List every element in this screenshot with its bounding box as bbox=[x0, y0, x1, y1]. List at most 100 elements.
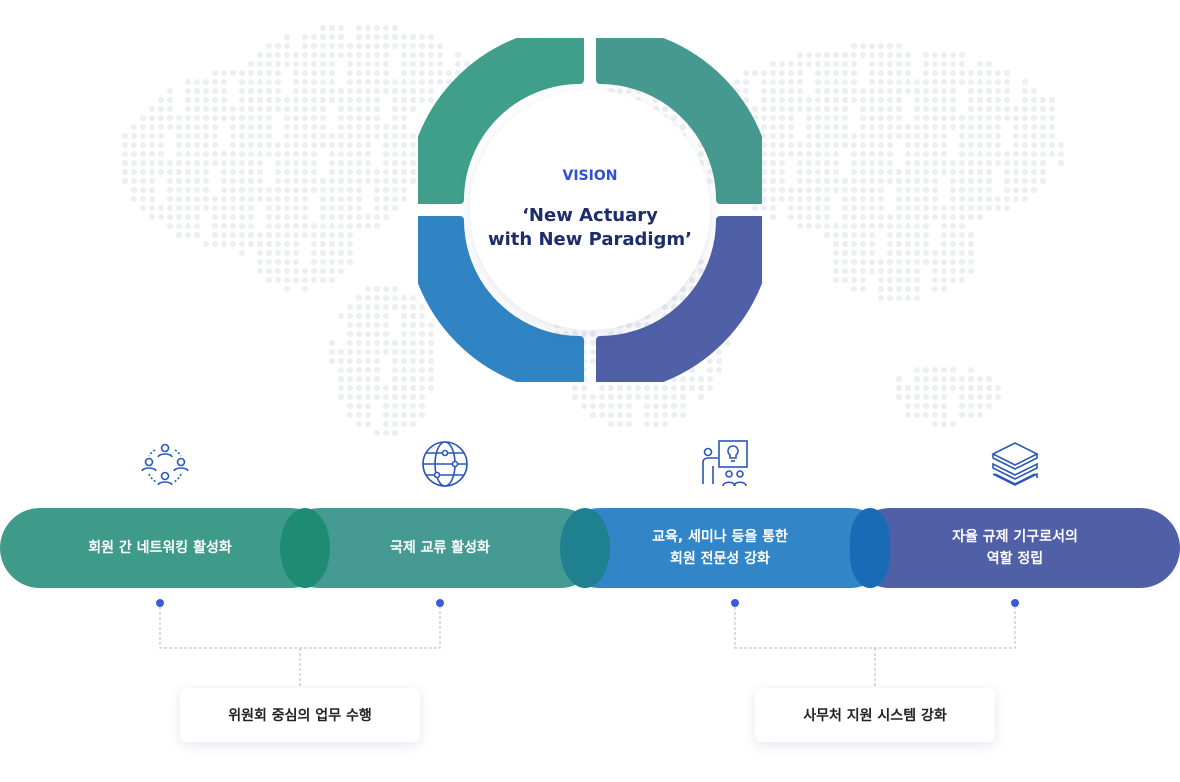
map-dot bbox=[338, 196, 344, 202]
map-dot bbox=[779, 106, 785, 112]
map-dot bbox=[401, 304, 407, 310]
map-dot bbox=[365, 313, 371, 319]
map-dot bbox=[320, 124, 326, 130]
map-dot bbox=[185, 232, 191, 238]
map-dot bbox=[293, 268, 299, 274]
map-dot bbox=[401, 421, 407, 427]
map-dot bbox=[914, 385, 920, 391]
map-dot bbox=[167, 88, 173, 94]
map-dot bbox=[383, 322, 389, 328]
map-dot bbox=[275, 169, 281, 175]
map-dot bbox=[941, 124, 947, 130]
map-dot bbox=[248, 196, 254, 202]
map-dot bbox=[968, 133, 974, 139]
map-dot bbox=[788, 88, 794, 94]
map-dot bbox=[968, 187, 974, 193]
map-dot bbox=[851, 223, 857, 229]
map-dot bbox=[356, 115, 362, 121]
map-dot bbox=[1049, 142, 1055, 148]
support-box-committee: 위원회 중심의 업무 수행 bbox=[180, 688, 420, 742]
map-dot bbox=[338, 205, 344, 211]
map-dot bbox=[347, 88, 353, 94]
map-dot bbox=[698, 268, 704, 274]
map-dot bbox=[806, 187, 812, 193]
map-dot bbox=[311, 241, 317, 247]
map-dot bbox=[923, 88, 929, 94]
map-dot bbox=[374, 349, 380, 355]
map-dot bbox=[140, 178, 146, 184]
map-dot bbox=[761, 79, 767, 85]
map-dot bbox=[833, 61, 839, 67]
map-dot bbox=[284, 286, 290, 292]
map-dot bbox=[824, 79, 830, 85]
map-dot bbox=[167, 205, 173, 211]
map-dot bbox=[671, 412, 677, 418]
map-dot bbox=[950, 196, 956, 202]
map-dot bbox=[356, 358, 362, 364]
map-dot bbox=[275, 142, 281, 148]
map-dot bbox=[347, 142, 353, 148]
map-dot bbox=[275, 214, 281, 220]
map-dot bbox=[941, 97, 947, 103]
map-dot bbox=[401, 43, 407, 49]
map-dot bbox=[824, 133, 830, 139]
map-dot bbox=[887, 61, 893, 67]
map-dot bbox=[905, 205, 911, 211]
map-dot bbox=[401, 34, 407, 40]
map-dot bbox=[275, 70, 281, 76]
map-dot bbox=[383, 88, 389, 94]
map-dot bbox=[284, 250, 290, 256]
map-dot bbox=[833, 142, 839, 148]
map-dot bbox=[1040, 142, 1046, 148]
map-dot bbox=[1022, 142, 1028, 148]
map-dot bbox=[266, 115, 272, 121]
map-dot bbox=[995, 133, 1001, 139]
map-dot bbox=[851, 88, 857, 94]
map-dot bbox=[266, 277, 272, 283]
map-dot bbox=[212, 241, 218, 247]
map-dot bbox=[1004, 70, 1010, 76]
map-dot bbox=[212, 205, 218, 211]
map-dot bbox=[221, 178, 227, 184]
map-dot bbox=[905, 169, 911, 175]
map-dot bbox=[149, 196, 155, 202]
map-dot bbox=[878, 205, 884, 211]
map-dot bbox=[941, 232, 947, 238]
map-dot bbox=[293, 196, 299, 202]
map-dot bbox=[887, 79, 893, 85]
map-dot bbox=[770, 61, 776, 67]
map-dot bbox=[338, 367, 344, 373]
map-dot bbox=[779, 160, 785, 166]
map-dot bbox=[905, 61, 911, 67]
map-dot bbox=[653, 421, 659, 427]
map-dot bbox=[131, 124, 137, 130]
map-dot bbox=[950, 88, 956, 94]
map-dot bbox=[266, 52, 272, 58]
vision-title: ‘New Actuary with New Paradigm’ bbox=[487, 205, 693, 250]
map-dot bbox=[194, 178, 200, 184]
map-dot bbox=[212, 232, 218, 238]
map-dot bbox=[878, 97, 884, 103]
map-dot bbox=[410, 97, 416, 103]
map-dot bbox=[797, 106, 803, 112]
map-dot bbox=[761, 160, 767, 166]
map-dot bbox=[968, 241, 974, 247]
map-dot bbox=[914, 169, 920, 175]
map-dot bbox=[797, 196, 803, 202]
map-dot bbox=[986, 61, 992, 67]
map-dot bbox=[788, 79, 794, 85]
map-dot bbox=[239, 124, 245, 130]
map-dot bbox=[833, 178, 839, 184]
map-dot bbox=[365, 421, 371, 427]
map-dot bbox=[842, 88, 848, 94]
map-dot bbox=[293, 142, 299, 148]
map-dot bbox=[923, 259, 929, 265]
map-dot bbox=[212, 160, 218, 166]
map-dot bbox=[347, 394, 353, 400]
map-dot bbox=[176, 187, 182, 193]
map-dot bbox=[959, 70, 965, 76]
map-dot bbox=[833, 241, 839, 247]
map-dot bbox=[932, 403, 938, 409]
map-dot bbox=[140, 196, 146, 202]
map-dot bbox=[869, 214, 875, 220]
